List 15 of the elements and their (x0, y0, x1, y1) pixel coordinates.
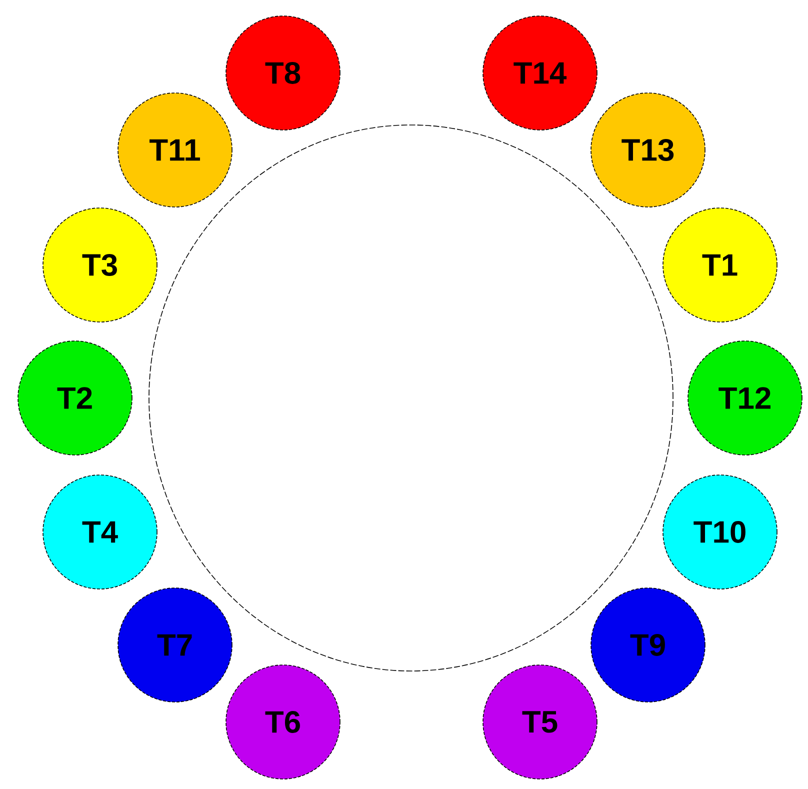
circle-node: T12 (688, 340, 802, 456)
outline-circle (148, 124, 674, 672)
circle-node: T2 (18, 340, 132, 456)
circle-node: T5 (482, 664, 598, 780)
circle-node: T1 (662, 208, 778, 322)
circle-node: T9 (590, 588, 706, 702)
circle-node: T4 (42, 474, 158, 590)
circle-node: T7 (118, 588, 232, 702)
circle-node: T8 (226, 16, 340, 130)
circle-node: T14 (482, 16, 598, 130)
circle-node: T13 (590, 92, 706, 208)
circle-node: T3 (42, 208, 158, 322)
circle-node: T11 (118, 92, 232, 208)
circle-node: T6 (226, 664, 340, 780)
circle-node: T10 (662, 474, 778, 590)
